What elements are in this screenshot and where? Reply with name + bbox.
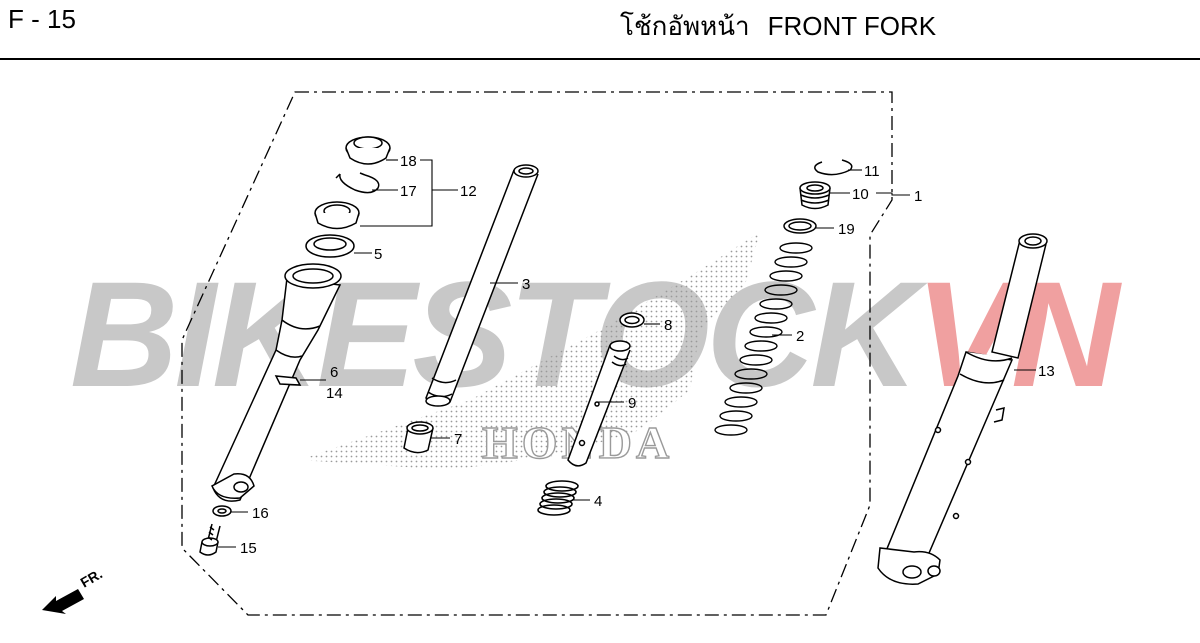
bottom-case-left: [211, 263, 342, 502]
fork-assembly-right: [877, 233, 1048, 585]
callout-1: 1: [914, 188, 922, 205]
o-ring: [783, 218, 817, 234]
assembly-boundary: [181, 91, 893, 616]
callout-18: 18: [400, 153, 417, 170]
slider-bushing: [403, 421, 434, 454]
sealing-washer: [212, 505, 232, 517]
callout-15: 15: [240, 540, 257, 557]
piston-ring: [619, 312, 645, 328]
callout-5: 5: [374, 246, 382, 263]
socket-bolt: [199, 523, 221, 556]
header-divider: [0, 58, 1200, 60]
page-code: F - 15: [8, 4, 76, 34]
callout-6: 6: [330, 364, 338, 381]
page-title-thai: โช้กอัพหน้า: [620, 11, 750, 41]
rebound-spring: [537, 480, 579, 516]
washer: [305, 234, 355, 258]
fork-spring: [714, 242, 813, 436]
callout-13: 13: [1038, 363, 1055, 380]
front-arrow-icon: [42, 589, 84, 614]
callout-16: 16: [252, 505, 269, 522]
fork-piston: [567, 340, 631, 467]
callout-12: 12: [460, 183, 477, 200]
callout-8: 8: [664, 317, 672, 334]
page-title-english: FRONT FORK: [767, 11, 937, 41]
circlip: [814, 159, 853, 176]
dust-seal: [345, 136, 391, 165]
callout-19: 19: [838, 221, 855, 238]
callout-14: 14: [326, 385, 343, 402]
fork-bolt: [799, 181, 831, 210]
callout-3: 3: [522, 276, 530, 293]
callout-2: 2: [796, 328, 804, 345]
callout-numbers: 18 17 12 5 3 6 14 7 8 9 4 2 11 10 19 1 1…: [240, 153, 1055, 557]
clip: [274, 375, 302, 386]
callout-9: 9: [628, 395, 636, 412]
callout-17: 17: [400, 183, 417, 200]
front-direction-label: FR.: [78, 565, 106, 590]
leader-lines: [218, 159, 1036, 548]
oil-seal: [314, 201, 360, 230]
callout-4: 4: [594, 493, 602, 510]
callout-7: 7: [454, 431, 462, 448]
fork-pipe: [425, 164, 539, 407]
page-title: โช้กอัพหน้า FRONT FORK: [620, 6, 936, 47]
stopper-ring: [335, 172, 380, 194]
front-direction-marker: FR.: [42, 565, 105, 614]
callout-10: 10: [852, 186, 869, 203]
callout-11: 11: [864, 163, 880, 180]
